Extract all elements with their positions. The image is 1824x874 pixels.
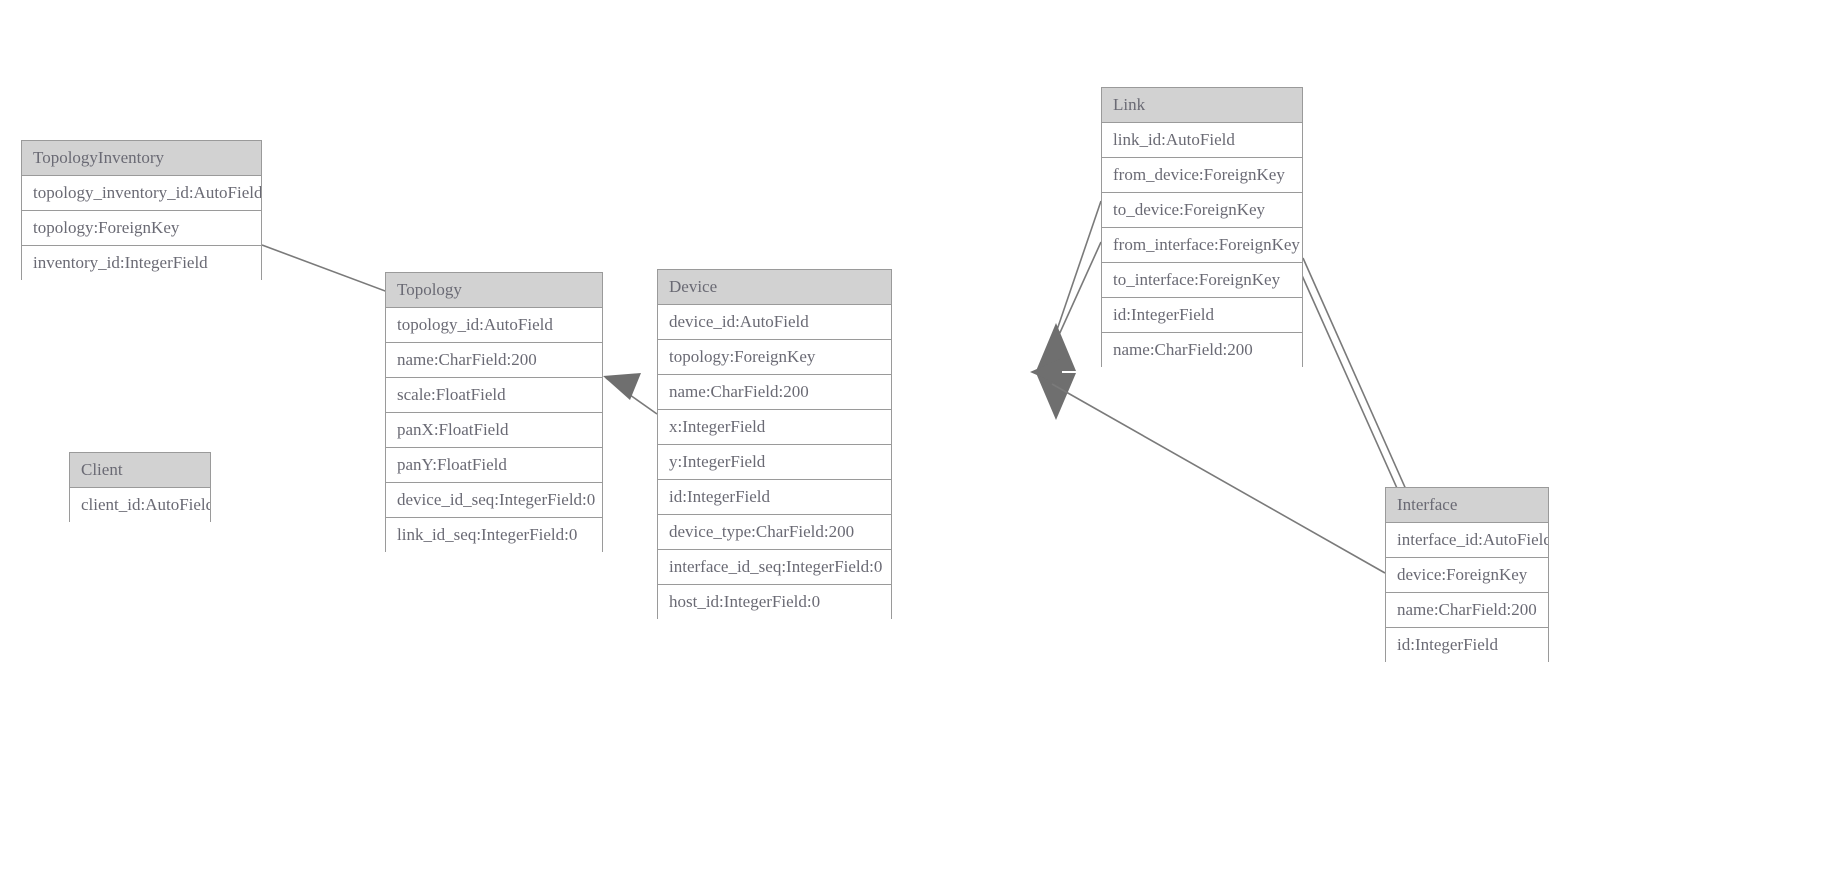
entity-field: to_device:ForeignKey <box>1102 193 1302 228</box>
edge-link-to-interface <box>1295 261 1414 525</box>
entity-field: topology_id:AutoField <box>386 308 602 343</box>
edge-link-to-device <box>1043 241 1102 369</box>
entity-title: Topology <box>386 273 602 308</box>
entity-field: inventory_id:IntegerField <box>22 246 261 281</box>
entity-field: to_interface:ForeignKey <box>1102 263 1302 298</box>
entity-field: from_device:ForeignKey <box>1102 158 1302 193</box>
entity-field: scale:FloatField <box>386 378 602 413</box>
entity-field: interface_id:AutoField <box>1386 523 1548 558</box>
entity-field: host_id:IntegerField:0 <box>658 585 891 620</box>
entity-field: topology_inventory_id:AutoField <box>22 176 261 211</box>
entity-field: device:ForeignKey <box>1386 558 1548 593</box>
entity-device[interactable]: Device device_id:AutoField topology:Fore… <box>657 269 892 620</box>
entity-field: id:IntegerField <box>1386 628 1548 663</box>
entity-field: id:IntegerField <box>658 480 891 515</box>
entity-field: client_id:AutoField <box>70 488 210 523</box>
entity-interface[interactable]: Interface interface_id:AutoField device:… <box>1385 487 1549 663</box>
entity-field: device_type:CharField:200 <box>658 515 891 550</box>
entity-title: Client <box>70 453 210 488</box>
entity-field: id:IntegerField <box>1102 298 1302 333</box>
entity-field: name:CharField:200 <box>1102 333 1302 368</box>
entity-client[interactable]: Client client_id:AutoField <box>69 452 211 523</box>
entity-field: y:IntegerField <box>658 445 891 480</box>
entity-title: TopologyInventory <box>22 141 261 176</box>
entity-field: panX:FloatField <box>386 413 602 448</box>
entity-field: panY:FloatField <box>386 448 602 483</box>
edge-link-from-device <box>1043 200 1102 369</box>
entity-field: name:CharField:200 <box>1386 593 1548 628</box>
entity-field: x:IntegerField <box>658 410 891 445</box>
entity-field: topology:ForeignKey <box>658 340 891 375</box>
edge-device-topology <box>603 373 658 415</box>
arrowhead-device-right <box>1030 323 1076 420</box>
entity-field: link_id_seq:IntegerField:0 <box>386 518 602 553</box>
edge-link-from-interface <box>1302 257 1421 522</box>
entity-field: topology:ForeignKey <box>22 211 261 246</box>
entity-link[interactable]: Link link_id:AutoField from_device:Forei… <box>1101 87 1303 368</box>
entity-title: Device <box>658 270 891 305</box>
entity-title: Interface <box>1386 488 1548 523</box>
entity-topologyinventory[interactable]: TopologyInventory topology_inventory_id:… <box>21 140 262 281</box>
entity-field: device_id_seq:IntegerField:0 <box>386 483 602 518</box>
entity-field: link_id:AutoField <box>1102 123 1302 158</box>
entity-topology[interactable]: Topology topology_id:AutoField name:Char… <box>385 272 603 553</box>
entity-field: interface_id_seq:IntegerField:0 <box>658 550 891 585</box>
entity-field: name:CharField:200 <box>658 375 891 410</box>
entity-field: device_id:AutoField <box>658 305 891 340</box>
edge-interface-device <box>1051 383 1386 574</box>
entity-title: Link <box>1102 88 1302 123</box>
entity-field: name:CharField:200 <box>386 343 602 378</box>
entity-field: from_interface:ForeignKey <box>1102 228 1302 263</box>
